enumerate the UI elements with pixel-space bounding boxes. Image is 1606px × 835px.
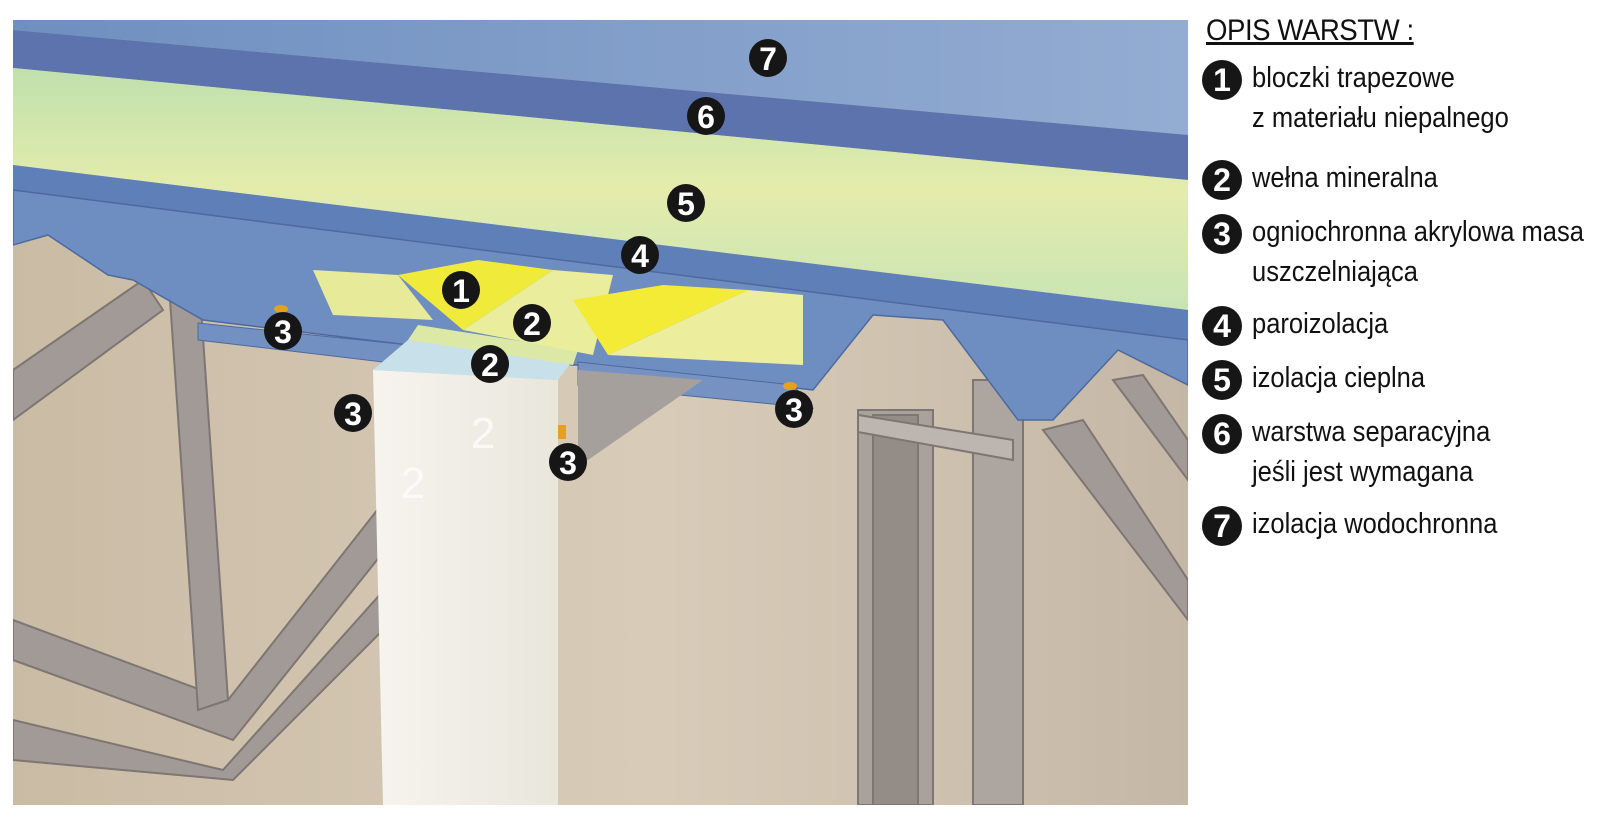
steel-i-beam (857, 379, 1024, 805)
svg-text:3: 3 (344, 396, 362, 432)
svg-text:6: 6 (697, 99, 715, 135)
legend-label: izolacja cieplna (1252, 362, 1426, 394)
legend-item-7: 7 izolacja wodochronna (1202, 504, 1602, 546)
legend-item-5: 5 izolacja cieplna (1202, 358, 1602, 400)
svg-text:3: 3 (559, 445, 577, 481)
steel-truss (13, 263, 394, 782)
svg-text:3: 3 (274, 314, 292, 350)
marker-3: 3 (775, 390, 813, 428)
trapezoidal-block-d (573, 285, 748, 355)
fire-wall-column (373, 370, 558, 805)
sealant-bead (274, 305, 288, 313)
sealant-bead (783, 382, 797, 390)
layer-waterproofing (13, 20, 1188, 135)
svg-text:7: 7 (759, 41, 777, 77)
legend-number-badge: 6 (1202, 414, 1242, 454)
svg-text:4: 4 (631, 238, 649, 274)
legend-label: izolacja wodochronna (1252, 508, 1498, 540)
legend-number-badge: 3 (1202, 214, 1242, 254)
legend-number-badge: 5 (1202, 360, 1242, 400)
marker-3: 3 (334, 394, 372, 432)
legend-label: bloczki trapezowe z materiału niepalnego (1252, 62, 1509, 134)
roof-section-illustration: 2 2 7 6 5 4 1 2 2 3 3 3 3 (13, 20, 1188, 805)
legend-label: wełna mineralna (1252, 162, 1438, 194)
layer-legend: OPIS WARSTW : 1 bloczki trapezowe z mate… (1202, 14, 1602, 558)
layer-separation (13, 30, 1188, 180)
trapezoidal-block-e (608, 290, 803, 365)
legend-number-badge: 4 (1202, 306, 1242, 346)
marker-4: 4 (621, 236, 659, 274)
legend-number-badge: 2 (1202, 160, 1242, 200)
mineral-wool-top (408, 325, 578, 365)
layer-vapour-barrier (13, 165, 1188, 340)
marker-3: 3 (264, 312, 302, 350)
legend-label: paroizolacja (1252, 308, 1389, 340)
trapezoidal-block-a (313, 270, 433, 320)
legend-number-badge: 1 (1202, 60, 1242, 100)
svg-text:5: 5 (677, 186, 695, 222)
svg-text:2: 2 (481, 347, 499, 383)
marker-1: 1 (442, 271, 480, 309)
deck-web-right (578, 370, 703, 460)
marker-5: 5 (667, 184, 705, 222)
marker-2: 2 (513, 304, 551, 342)
svg-text:3: 3 (785, 392, 803, 428)
legend-item-1: 1 bloczki trapezowe z materiału niepalne… (1202, 58, 1602, 138)
legend-item-6: 6 warstwa separacyjna jeśli jest wymagan… (1202, 412, 1602, 492)
marker-7: 7 (749, 39, 787, 77)
marker-2: 2 (471, 345, 509, 383)
steel-truss-right (1041, 373, 1188, 622)
legend-label: ogniochronna akrylowa masa uszczelniając… (1252, 216, 1584, 288)
layer-thermal-insulation (13, 68, 1188, 310)
legend-title: OPIS WARSTW : (1206, 14, 1414, 47)
marker-3: 3 (549, 443, 587, 481)
sealant-bead (558, 425, 566, 439)
svg-text:2: 2 (523, 306, 541, 342)
legend-item-2: 2 wełna mineralna (1202, 158, 1602, 200)
legend-item-3: 3 ogniochronna akrylowa masa uszczelniaj… (1202, 212, 1602, 292)
marker-6: 6 (687, 97, 725, 135)
legend-item-4: 4 paroizolacja (1202, 304, 1602, 346)
legend-number-badge: 7 (1202, 506, 1242, 546)
svg-text:1: 1 (452, 273, 470, 309)
wall-text: 2 (471, 409, 495, 458)
wall-text: 2 (401, 459, 425, 508)
legend-label: warstwa separacyjna jeśli jest wymagana (1252, 416, 1491, 488)
